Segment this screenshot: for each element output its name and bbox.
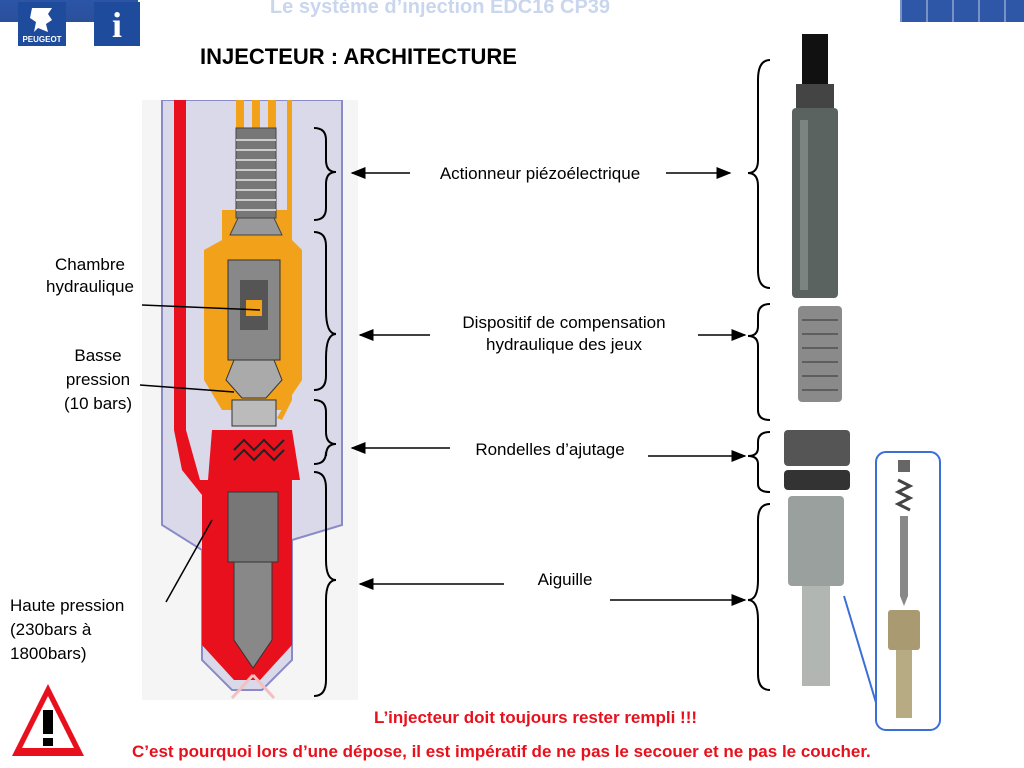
slide-banner-title: Le système d’injection EDC16 CP39 (269, 0, 611, 18)
high-pressure-channel (174, 100, 240, 660)
page-title: INJECTEUR : ARCHITECTURE (200, 44, 517, 69)
label-line: hydraulique des jeux (486, 335, 642, 354)
label-line: (230bars à (10, 620, 92, 639)
injector-photo (747, 34, 850, 691)
lion-icon (30, 8, 52, 32)
label-chambre-hydraulique: Chambre hydraulique (34, 254, 146, 298)
peugeot-logo: PEUGEOT (18, 2, 66, 46)
info-logo: i (94, 2, 140, 46)
header-pattern (900, 0, 1024, 22)
label-line: pression (65, 370, 131, 389)
label-haute-pression: Haute pression (230bars à 1800bars) (10, 594, 150, 666)
needle-inset (843, 451, 941, 731)
warning-text-2: C’est pourquoi lors d’une dépose, il est… (132, 742, 871, 761)
label-line: hydraulique (46, 277, 134, 296)
logo-text: PEUGEOT (22, 35, 62, 44)
warning-icon (12, 684, 84, 756)
label-line: 1800bars) (10, 644, 87, 663)
label-dispositif: Dispositif de compensation hydraulique d… (430, 312, 698, 356)
label-line: Haute pression (10, 596, 125, 615)
warning-text-1: L’injecteur doit toujours rester rempli … (374, 708, 698, 727)
label-actionneur: Actionneur piézoélectrique (439, 164, 641, 183)
label-aiguille: Aiguille (537, 570, 593, 589)
header-title-area (138, 0, 758, 22)
label-rondelles: Rondelles d’ajutage (475, 440, 625, 459)
label-basse-pression: Basse pression (10 bars) (50, 344, 146, 416)
label-line: Basse (74, 346, 122, 365)
label-line: (10 bars) (63, 394, 133, 413)
label-line: Chambre (55, 255, 125, 274)
diagram-brackets (313, 127, 337, 697)
info-icon: i (111, 5, 122, 45)
label-line: Dispositif de compensation (462, 313, 666, 332)
